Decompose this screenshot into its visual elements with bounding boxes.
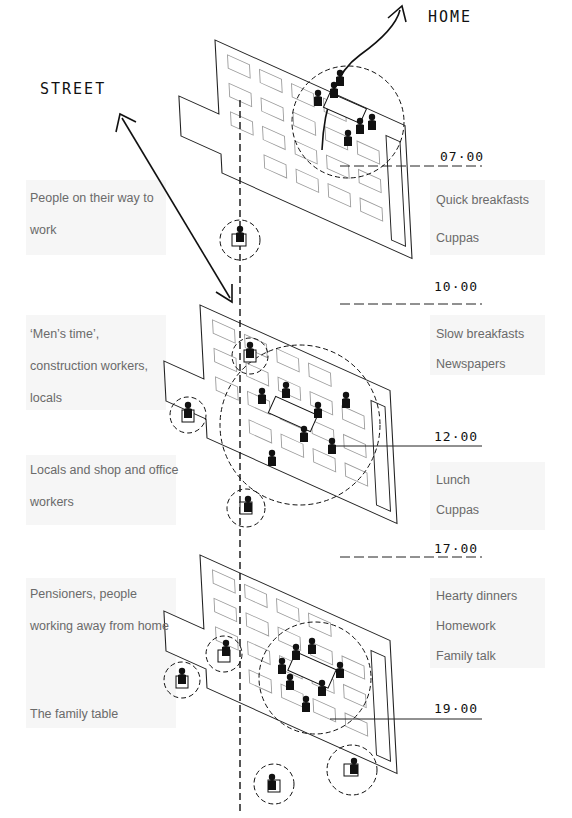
floor-plan-1000 <box>160 287 397 524</box>
sketch-circle <box>220 345 380 505</box>
activity-circles <box>164 66 404 804</box>
sketch-line <box>330 446 482 447</box>
annotation-label: Family talk <box>436 640 546 672</box>
street-arrow <box>116 114 232 302</box>
sketch-use <box>314 90 322 106</box>
handwritten-label: STREET <box>40 80 140 98</box>
sketch-use <box>184 402 192 418</box>
sketch-rect <box>26 180 166 255</box>
sketch-polyline <box>216 284 232 302</box>
sketch-circle <box>254 764 294 804</box>
sketch-rect <box>430 462 545 530</box>
sketch-path <box>322 10 400 150</box>
annotation-label: Slow breakfasts <box>436 318 546 350</box>
handwritten-label: 19·00 <box>434 700 494 718</box>
handwritten-label: 12·00 <box>434 428 494 446</box>
sketch-circle <box>164 662 200 698</box>
annotation-label: Cuppas <box>436 222 546 254</box>
floor-plan-0700 <box>175 22 412 259</box>
sketch-use <box>336 70 344 86</box>
sketch-use <box>344 130 352 146</box>
handwritten-label: HOME <box>428 8 518 26</box>
sketch-circle <box>292 66 404 178</box>
sketch-use <box>318 680 326 696</box>
sketch-circle <box>206 636 242 672</box>
sketch-line <box>122 118 230 298</box>
sketch-use <box>178 668 186 684</box>
sketch-line <box>340 557 482 558</box>
sketch-rect <box>268 396 317 431</box>
sketch-polyline <box>388 6 406 22</box>
sketch-use <box>236 226 244 242</box>
sketch-use <box>268 774 276 790</box>
annotation-label: Newspapers <box>436 348 546 380</box>
annotation-label: Homework <box>436 610 546 642</box>
sketch-circle <box>327 745 377 795</box>
handwritten-label: 10·00 <box>434 278 494 296</box>
sketch-use <box>246 342 254 358</box>
annotation-label: Lunch <box>436 464 546 496</box>
annotation-label: Quick breakfasts <box>436 184 546 216</box>
sketch-use <box>258 388 266 404</box>
sketch-use <box>336 662 344 678</box>
annotation-label: The family table <box>30 698 180 730</box>
sketch-use <box>278 658 286 674</box>
annotation-label: ‘Men’s time’, construction workers, loca… <box>30 318 170 414</box>
sketch-rect <box>430 180 545 255</box>
people <box>178 70 376 790</box>
sketch-line <box>340 304 482 305</box>
sketch-use <box>356 118 364 134</box>
sketch-use <box>368 114 376 130</box>
sketch-use <box>282 382 290 398</box>
sketch-use <box>308 638 316 654</box>
sketch-use <box>222 640 230 656</box>
handwritten-label: 07·00 <box>440 148 500 166</box>
sketch-circle <box>170 397 206 433</box>
sketch-circle <box>259 622 371 734</box>
sketch-polyline <box>116 114 136 132</box>
sketch-use <box>328 438 336 454</box>
annotation-label: Hearty dinners <box>436 580 546 612</box>
sketch-use <box>300 426 308 442</box>
sketch-use <box>350 758 358 774</box>
handwritten-label: 17·00 <box>434 540 494 558</box>
sketch-use <box>314 402 322 418</box>
sketch-line <box>330 719 482 720</box>
annotation-label: Cuppas <box>436 494 546 526</box>
sketch-use <box>342 392 350 408</box>
annotation-label: People on their way to work <box>30 182 165 246</box>
sketch-line <box>340 166 482 167</box>
sketch-use <box>160 287 397 524</box>
sketch-use <box>268 450 276 466</box>
sketch-use <box>302 696 310 712</box>
sketch-circle <box>232 338 268 374</box>
sketch-circle <box>220 220 260 260</box>
sketch-circle <box>227 489 265 527</box>
sketch-use <box>160 537 397 774</box>
tables <box>176 93 367 792</box>
home-arrow <box>322 6 406 150</box>
sketch-use <box>286 674 294 690</box>
sketch-use <box>175 22 412 259</box>
annotation-label: Locals and shop and office workers <box>30 454 180 518</box>
floor-plan-1700 <box>160 537 397 774</box>
sketch-use <box>244 496 252 512</box>
annotation-label: Pensioners, people working away from hom… <box>30 578 180 642</box>
street-path <box>239 100 240 812</box>
sketch-use <box>292 644 300 660</box>
